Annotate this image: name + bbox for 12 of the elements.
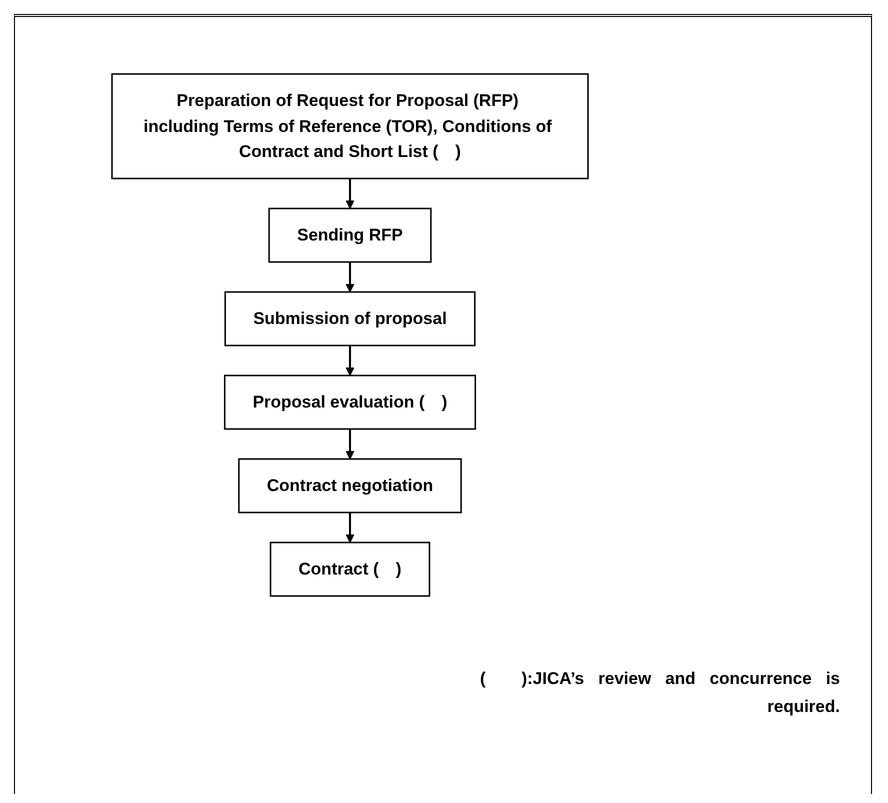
arrow <box>346 178 354 209</box>
node-box: Proposal evaluation ( ) <box>224 374 476 430</box>
node-box: Submission of proposal <box>224 291 476 346</box>
arrow <box>346 512 354 543</box>
note-text: ( ):JICA’s review and concurrence is required. <box>480 668 840 718</box>
node-box: Preparation of Request for Proposal (RFP) including Terms of Reference (TOR), Conditions of Contract and Short List ( ) <box>111 73 589 180</box>
node-box: Contract ( ) <box>270 542 430 597</box>
arrow <box>346 346 354 376</box>
arrow <box>346 429 354 460</box>
arrow <box>346 262 354 292</box>
node-box: Contract negotiation <box>238 458 462 514</box>
node-box: Sending RFP <box>268 208 432 263</box>
